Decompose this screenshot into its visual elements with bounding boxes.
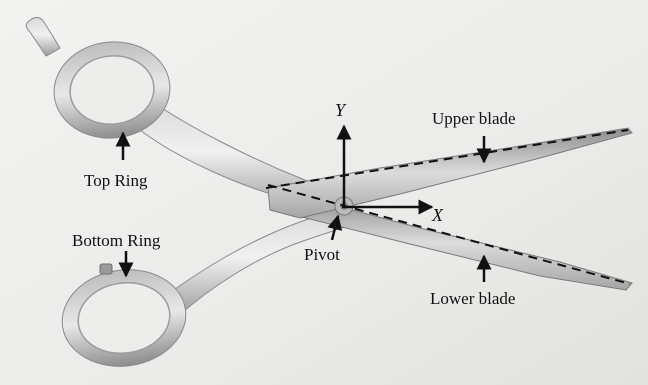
- y-axis-label: Y: [335, 101, 345, 119]
- tension-screw: [100, 264, 112, 274]
- x-axis-label: X: [432, 206, 443, 224]
- upper-blade-label: Upper blade: [432, 110, 516, 127]
- pivot-label: Pivot: [304, 246, 340, 263]
- bottom-ring-label: Bottom Ring: [72, 232, 160, 249]
- lower-blade-label: Lower blade: [430, 290, 515, 307]
- top-ring-label: Top Ring: [84, 172, 148, 189]
